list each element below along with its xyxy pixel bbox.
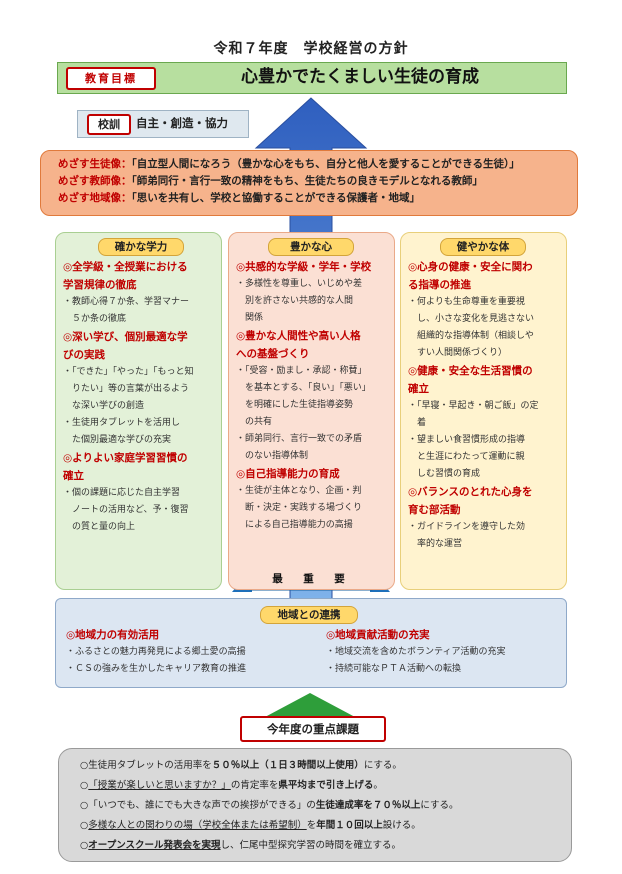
block-item: ・持続可能なＰＴＡ活動への転換 [326,664,462,674]
block-item: ・生徒が主体となり、企画・判 断・決定・実践する場づくり による自己指導能力の高… [236,486,363,530]
focus-item: ○多様な人との関わりの場（学校全体または希望制）を年間１０回以上設ける。 [80,820,421,831]
focus-item: ○生徒用タブレットの活用率を５０％以上（１日３時間以上使用）にする。 [80,760,402,771]
top-priority-banner: 最 重 要 [272,573,350,585]
community-right-block: ◎地域貢献活動の充実 ・地域交流を含めたボランティア活動の充実 ・持続可能なＰＴ… [326,626,562,678]
ideal-teacher-line: めざす教師像：「師弟同行・言行一致の精神をもち、生徒たちの良きモデルとなれる教師… [58,175,483,187]
ideal-community-line: めざす地域像：「思いを共有し、学校と協働することができる保護者・地域」 [58,192,421,204]
green-up-arrow-icon [265,693,355,717]
block-item: ・ＣＳの強みを生かしたキャリア教育の推進 [66,664,247,674]
focus-issues-box [58,748,572,862]
column-heart-header: 豊かな心 [268,238,354,256]
block-item: ・何よりも生命尊重を重要視 し、小さな変化を見逃さない 組織的な指導体制（相談し… [408,297,535,358]
block-heading: ◎豊かな人間性や高い人格への基盤づくり [236,330,361,360]
block-item: ・教師心得７か条、学習マナー ５か条の徹底 [63,297,190,324]
block-heading: ◎共感的な学級・学年・学校 [236,261,372,273]
column-academic [55,232,222,590]
block-item: ・ふるさとの魅力再発見による郷土愛の高揚 [66,647,246,657]
block-item: ・ガイドラインを遵守した効 率的な運営 [408,522,526,549]
focus-item: ○「授業が楽しいと思いますか？」の肯定率を県平均まで引き上げる。 [80,780,383,791]
block-heading: ◎地域貢献活動の充実 [326,629,430,641]
column-academic-header: 確かな学力 [98,238,184,256]
block-heading: ◎健康・安全な生活習慣の確立 [408,365,533,395]
focus-item: ○オープンスクール発表会を実現し、仁尾中型探究学習の時間を確立する。 [80,840,402,851]
ideal-images-box [40,150,578,216]
block-heading: ◎自己指導能力の育成 [236,468,340,480]
block-item: ・「できた」「やった」「もっと知 りたい」等の言葉が出るよう な深い学びの創造 [63,367,194,411]
block-item: ・師弟同行、言行一致での矛盾 のない指導体制 [236,434,363,461]
block-heading: ◎全学級・全授業における学習規律の徹底 [63,261,188,291]
focus-issues-label: 今年度の重点課題 [240,716,386,742]
education-goal-label: 教育目標 [66,67,156,90]
block-heading: ◎心身の健康・安全に関わる指導の推進 [408,261,533,291]
education-goal-text: 心豊かでたくましい生徒の育成 [241,67,479,87]
block-item: ・望ましい食習慣形成の指導 と生涯にわたって運動に親 しむ習慣の育成 [408,435,526,479]
block-item: ・個の課題に応じた自主学習 ノートの活用など、予・復習 の質と量の向上 [63,488,189,532]
block-heading: ◎地域力の有効活用 [66,629,160,641]
school-motto-text: 自主・創造・協力 [136,116,228,130]
block-item: ・「受容・励まし・承認・称賛」 を基本とする、「良い」「悪い」 を明確にした生徒… [236,366,371,427]
column-body-header: 健やかな体 [440,238,526,256]
block-heading: ◎深い学び、個別最適な学びの実践 [63,331,188,361]
focus-item: ○「いつでも、誰にでも大きな声での挨拶ができる」の生徒達成率を７０％以上にする。 [80,800,459,811]
block-heading: ◎バランスのとれた心身を育む部活動 [408,486,533,516]
block-item: ・多様性を尊重し、いじめや差 別を許さない共感的な人間 関係 [236,279,363,323]
school-motto-label: 校訓 [87,114,131,135]
block-heading: ◎よりよい家庭学習習慣の確立 [63,452,188,482]
community-collaboration-header: 地域との連携 [260,606,358,624]
block-item: ・地域交流を含めたボランティア活動の充実 [326,647,506,657]
column-academic-body: ◎全学級・全授業における学習規律の徹底 ・教師心得７か条、学習マナー ５か条の徹… [63,258,213,536]
column-body-body: ◎心身の健康・安全に関わる指導の推進 ・何よりも生命尊重を重要視 し、小さな変化… [408,258,558,553]
page-title: 令和７年度 学校経営の方針 [213,41,409,57]
ideal-student-line: めざす生徒像：「自立型人間になろう（豊かな心をもち、自分と他人を愛することができ… [58,158,520,170]
block-item: ・生徒用タブレットを活用し た個別最適な学びの充実 [63,418,181,445]
column-body [400,232,567,590]
block-item: ・「早寝・早起き・朝ご飯」の定 着 [408,401,539,428]
column-heart [228,232,395,590]
column-heart-body: ◎共感的な学級・学年・学校 ・多様性を尊重し、いじめや差 別を許さない共感的な人… [236,258,386,534]
community-left-block: ◎地域力の有効活用 ・ふるさとの魅力再発見による郷土愛の高揚 ・ＣＳの強みを生か… [66,626,316,678]
